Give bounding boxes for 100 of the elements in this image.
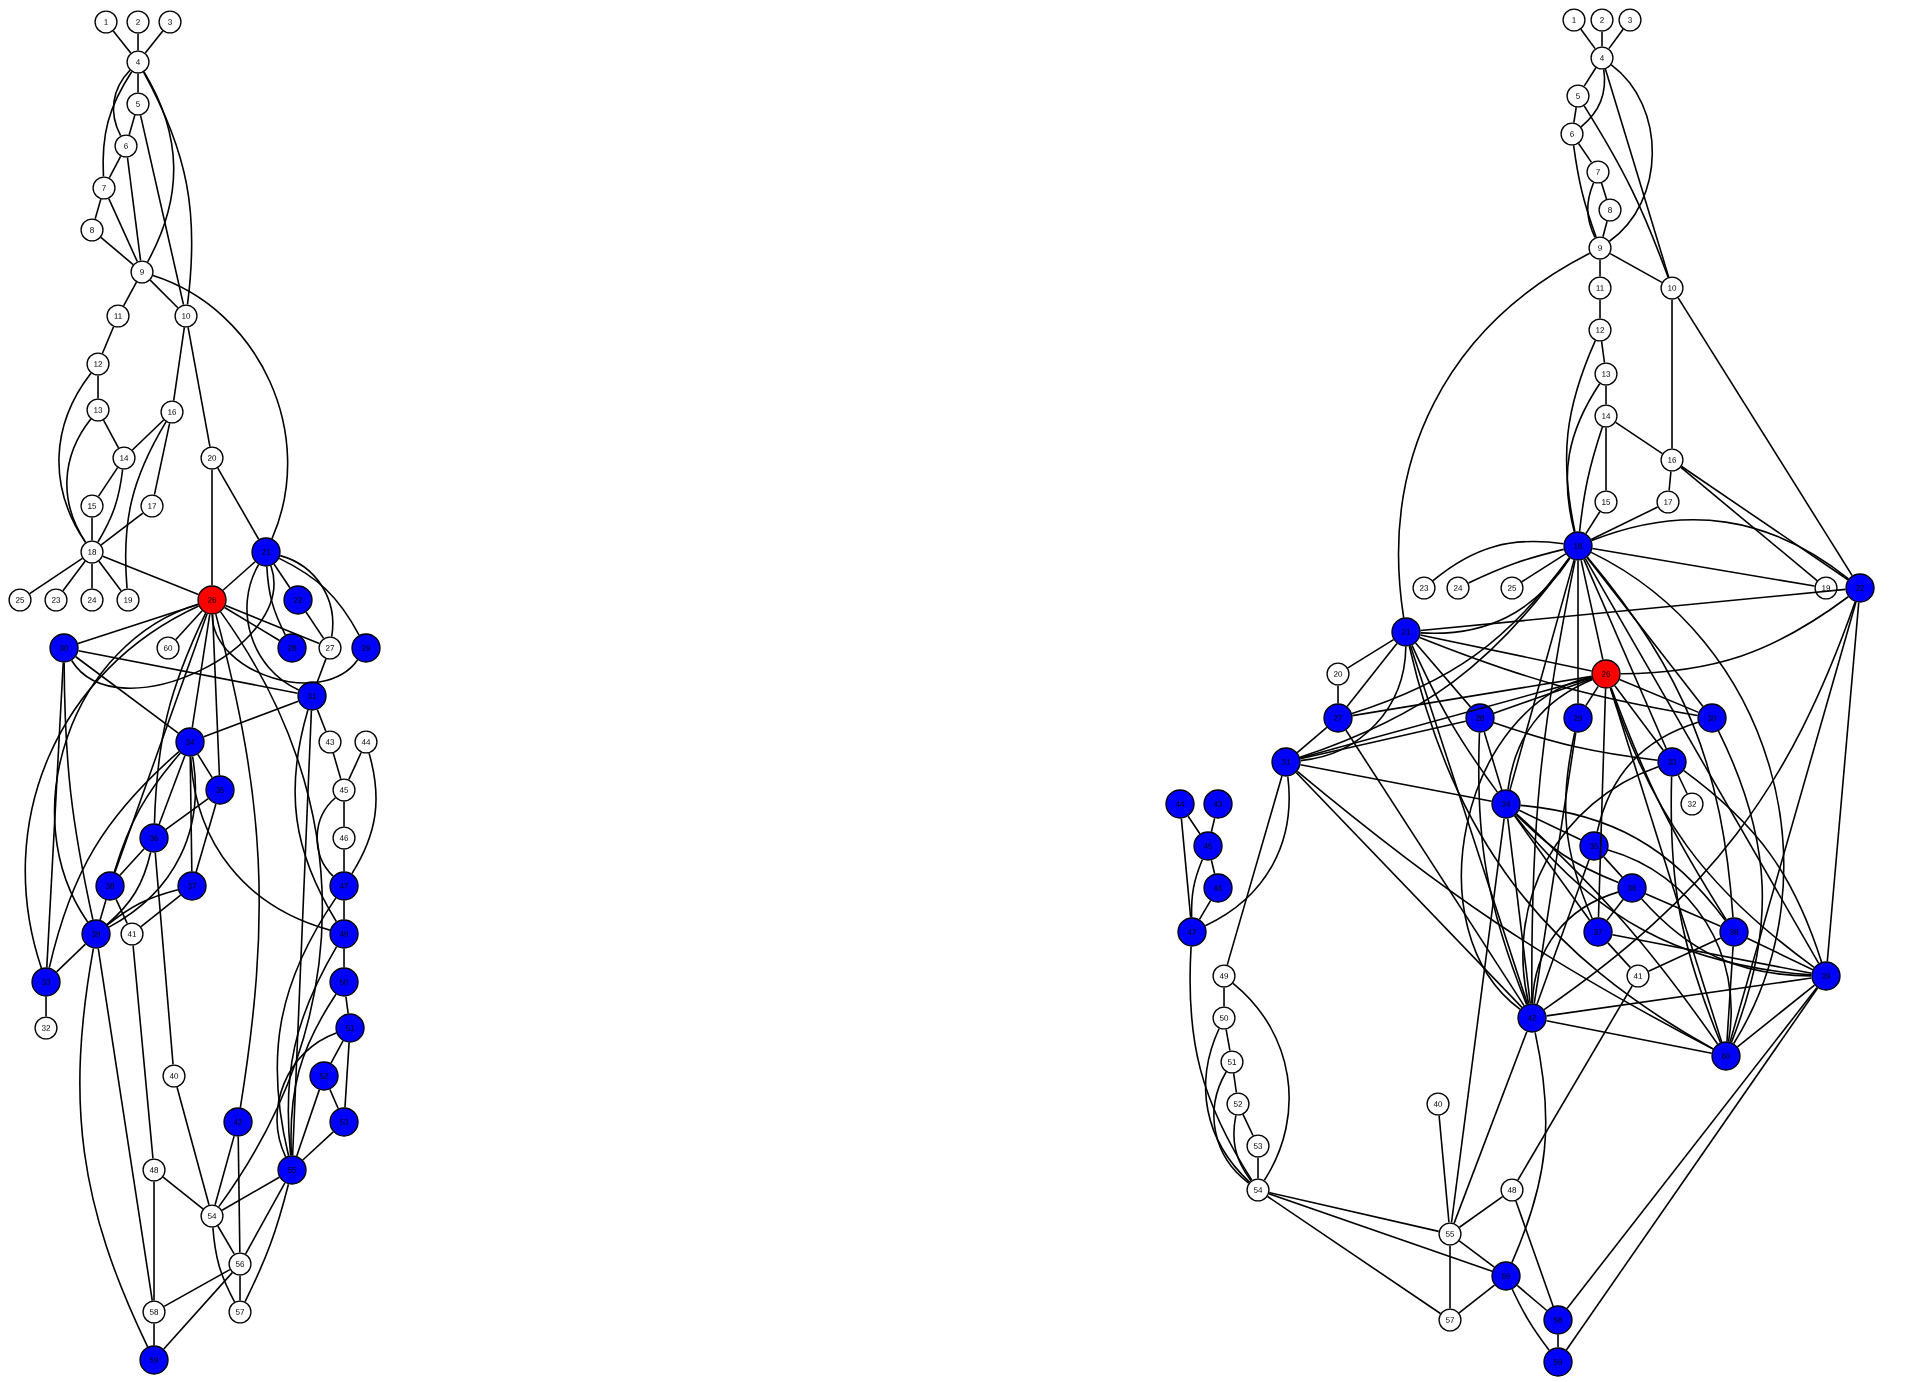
edge-line	[1600, 340, 1606, 364]
edge-line	[1600, 182, 1608, 200]
edge-line	[1536, 859, 1590, 1005]
edge-line	[1516, 1284, 1548, 1312]
edge-line	[1726, 945, 1734, 1043]
edge-line	[1223, 986, 1225, 1008]
edge-line	[1299, 645, 1407, 762]
edge-line	[1577, 142, 1593, 164]
edge-line	[214, 1135, 235, 1206]
edge-line	[1640, 898, 1813, 977]
edge-line	[28, 557, 84, 595]
edge-line	[1515, 1200, 1554, 1307]
edge-line	[1346, 642, 1398, 708]
edge-line	[139, 114, 185, 306]
edge-line	[100, 512, 144, 546]
edge-line	[1680, 465, 1849, 581]
edge-line	[1585, 685, 1599, 707]
edge-line	[1545, 977, 1813, 1017]
edge-line	[1477, 731, 1528, 1006]
edge-line	[1736, 984, 1816, 1048]
edge-line	[97, 468, 124, 543]
edge-line	[1408, 645, 1714, 1050]
edge-line	[1677, 297, 1853, 577]
edge-line	[114, 613, 208, 873]
edge-line	[77, 603, 199, 645]
edge-line	[62, 560, 86, 592]
edge-line	[1614, 684, 1664, 752]
edge-line	[140, 894, 182, 928]
edge-line	[1242, 1113, 1254, 1137]
edge-line	[348, 751, 362, 781]
edge-line	[189, 755, 193, 873]
edge-line	[1232, 982, 1290, 1182]
edge-line	[97, 374, 99, 400]
edge-line	[218, 611, 324, 1208]
edge-line	[1507, 678, 1594, 791]
edge-line	[1591, 547, 1816, 587]
edge-line	[1204, 1027, 1251, 1183]
edge-line	[46, 661, 65, 969]
edge-line	[1419, 634, 1593, 672]
edge-line	[1586, 556, 1704, 708]
edge-line	[1599, 258, 1601, 278]
edge-line	[91, 562, 93, 590]
edge-line	[1585, 510, 1601, 535]
edge-line	[343, 800, 345, 828]
edge-line	[1522, 766, 1659, 1005]
edge-line	[149, 279, 179, 309]
edge-line	[1583, 558, 1667, 750]
edge-line	[1187, 815, 1201, 835]
edge-line	[99, 899, 107, 921]
edge-line	[1577, 559, 1579, 705]
edge-line	[202, 700, 300, 738]
edge-line	[102, 70, 133, 178]
edge-line	[223, 606, 281, 642]
edge-line	[1590, 551, 1785, 1045]
edge-line	[316, 708, 327, 732]
edge-line	[1493, 721, 1659, 761]
edge-line	[63, 661, 94, 921]
edge-line	[343, 947, 345, 969]
edge-line	[1618, 678, 1700, 714]
edge-line	[1483, 731, 1503, 791]
edge-line	[1511, 1031, 1547, 1264]
edge-line	[101, 325, 115, 355]
edge-line	[1299, 720, 1467, 760]
edge-line	[1414, 642, 1472, 708]
edge-line	[1717, 730, 1763, 1044]
edge-line	[163, 1271, 234, 1350]
edge-line	[70, 565, 275, 689]
edge-line	[1419, 557, 1571, 635]
edge-line	[276, 897, 337, 1157]
edge-line	[1432, 540, 1565, 582]
edge-line	[1225, 1028, 1231, 1052]
edge-line	[1257, 1156, 1259, 1180]
edge-line	[1467, 548, 1565, 584]
edge-line	[1299, 677, 1593, 759]
edge-line	[94, 198, 102, 220]
edge-line	[1409, 645, 1529, 1005]
edge-line	[343, 899, 345, 921]
edge-line	[108, 155, 122, 179]
edge-line	[195, 803, 217, 873]
edge-line	[1351, 675, 1593, 717]
edge-line	[1266, 1195, 1442, 1315]
edge-line	[1647, 937, 1722, 972]
edge-line	[1597, 687, 1607, 919]
edge-line	[55, 943, 87, 973]
edge-line	[112, 69, 131, 137]
edge-line	[24, 605, 200, 969]
edge-line	[221, 1176, 281, 1211]
edge-line	[1619, 595, 1850, 675]
edge-line	[1609, 252, 1663, 284]
edge-line	[131, 419, 165, 451]
edge-line	[102, 555, 200, 596]
edge-line	[1580, 68, 1606, 128]
edge-line	[1337, 684, 1339, 705]
edge-line	[102, 419, 120, 449]
edge-line	[1493, 678, 1593, 714]
edge-line	[1826, 601, 1860, 963]
edge-line	[1573, 106, 1577, 124]
edge-line	[1514, 814, 1813, 976]
edge-line	[1533, 731, 1577, 1005]
edge-line	[152, 274, 289, 540]
